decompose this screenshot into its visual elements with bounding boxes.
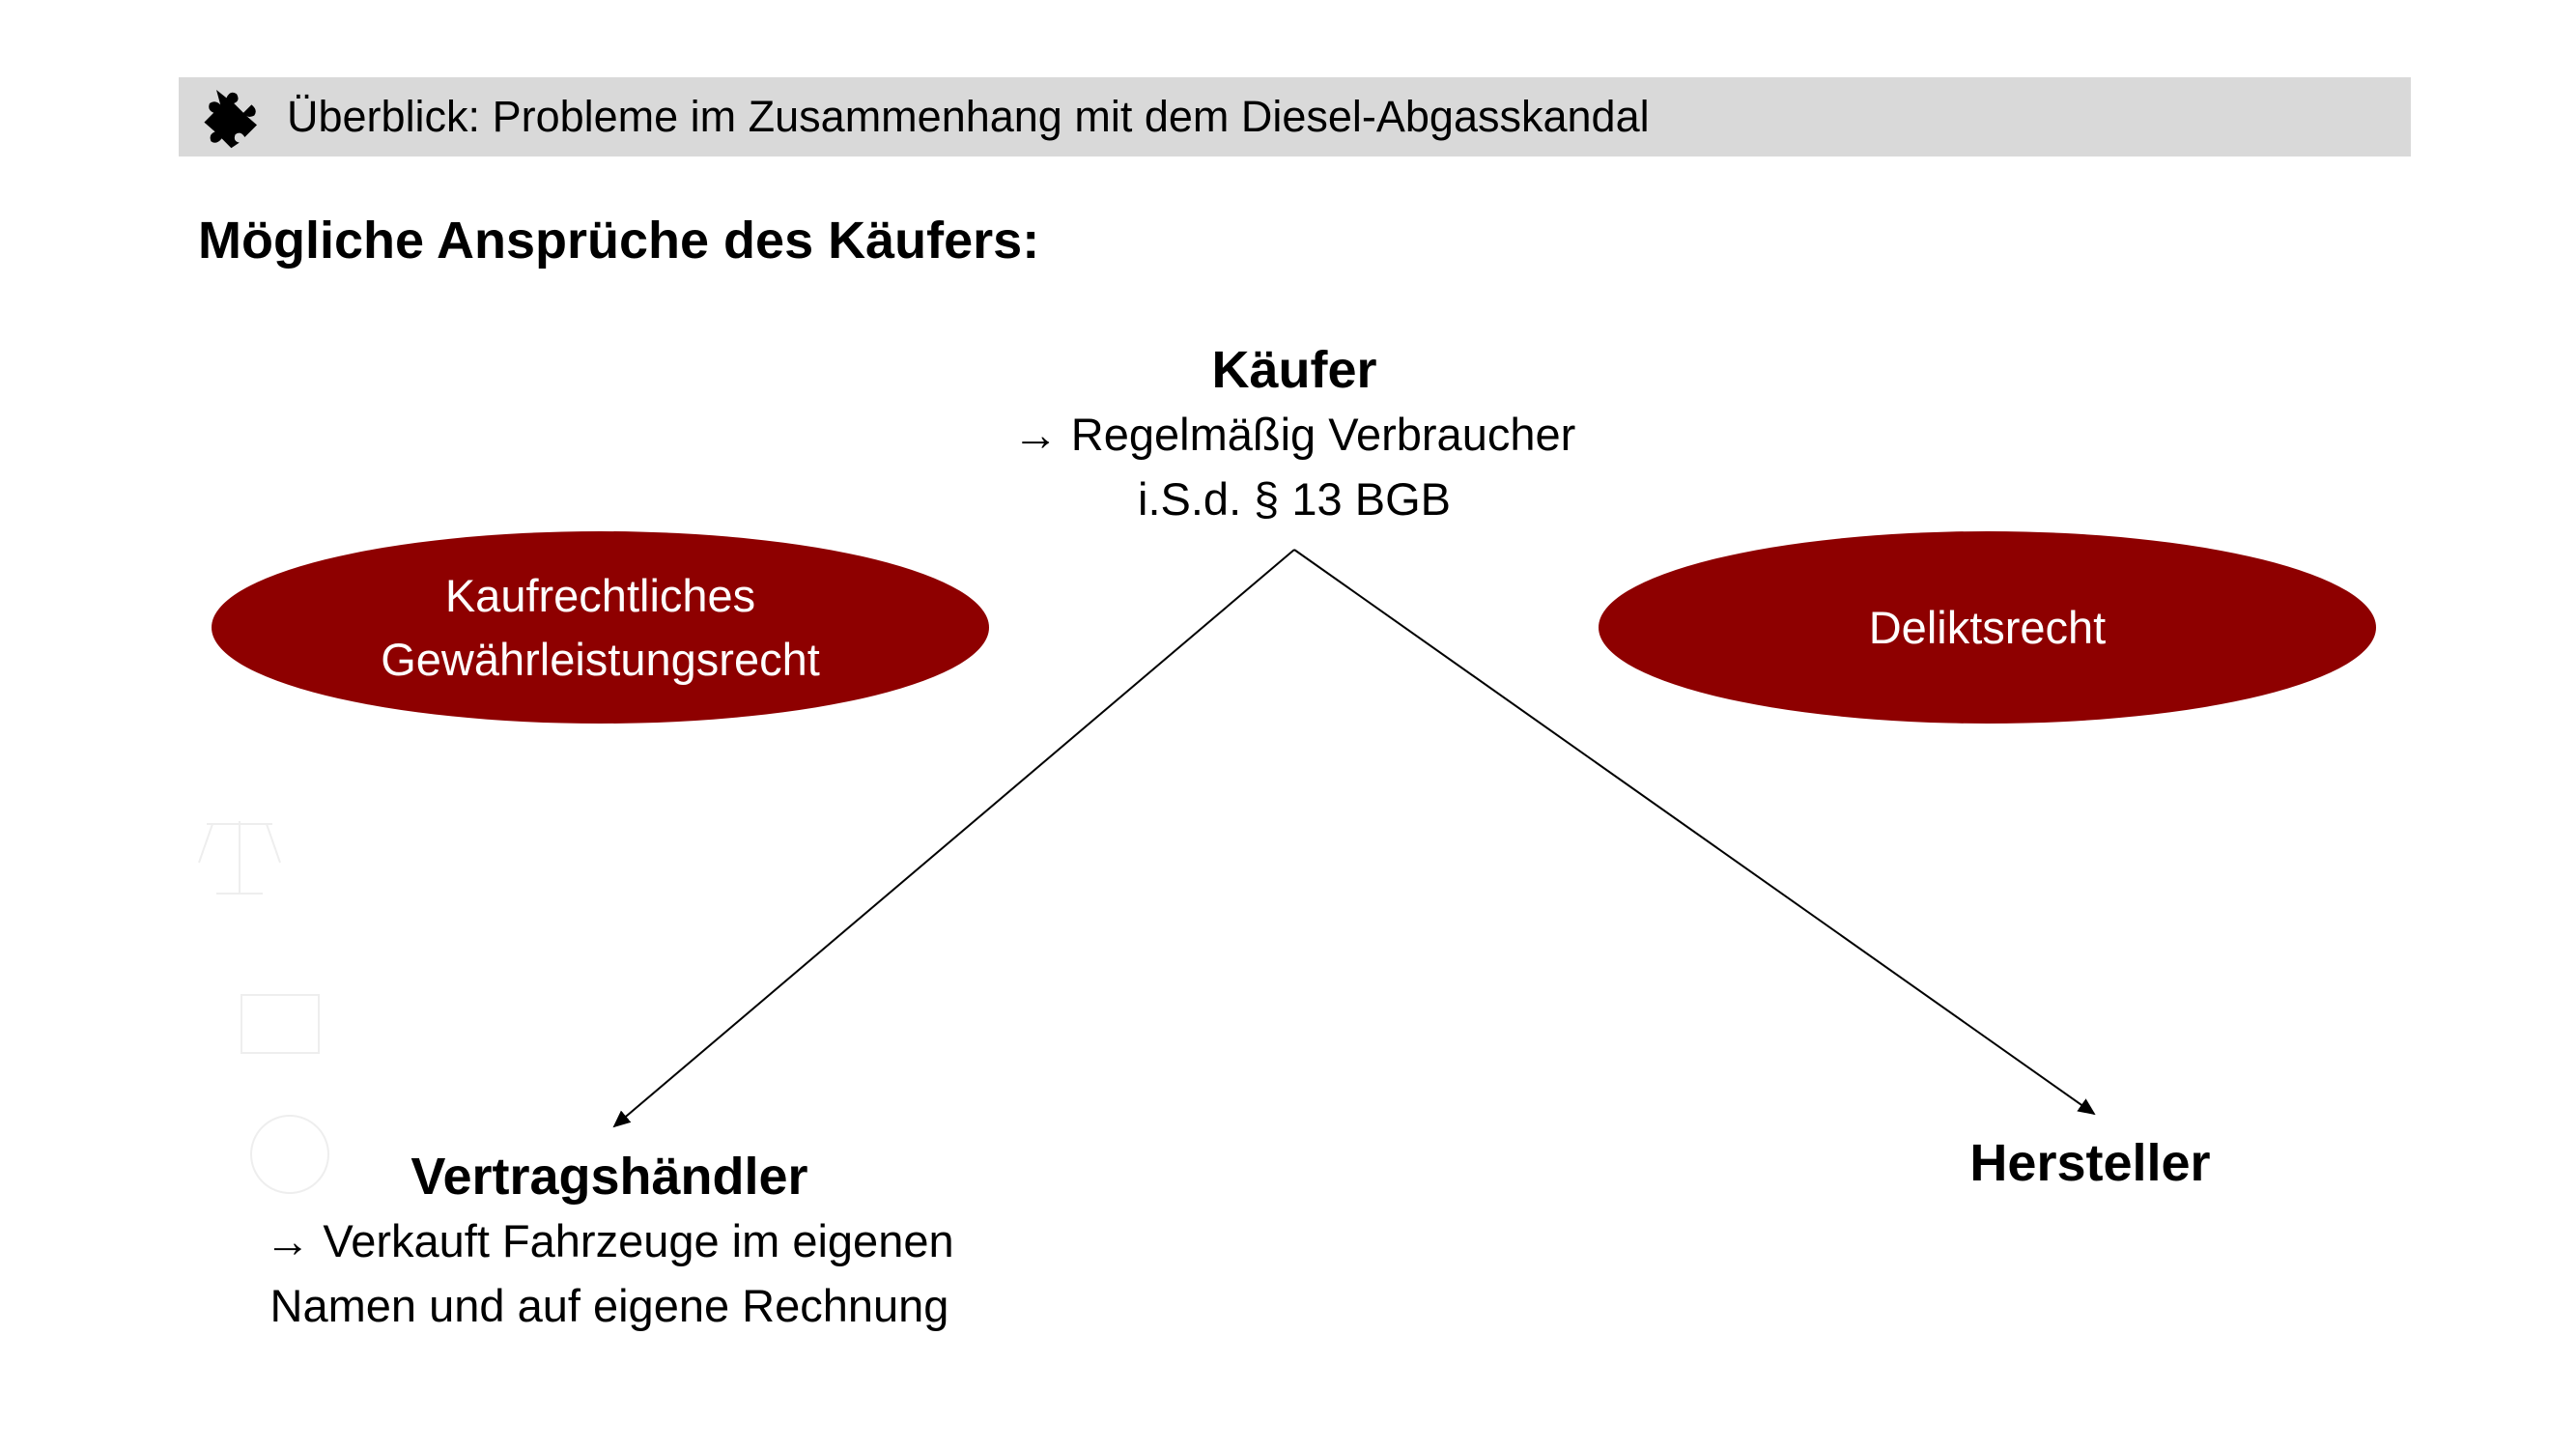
- header-bar: Überblick: Probleme im Zusammenhang mit …: [179, 77, 2411, 156]
- buyer-title: Käufer: [1211, 341, 1377, 399]
- header-title: Probleme im Zusammenhang mit dem Diesel-…: [492, 92, 1650, 141]
- buyer-line1: → Regelmäßig Verbraucher: [1012, 409, 1576, 460]
- dealer-line2: Namen und auf eigene Rechnung: [269, 1280, 949, 1331]
- dealer-line1: → Verkauft Fahrzeuge im eigenen: [265, 1215, 954, 1266]
- puzzle-icon: [204, 90, 257, 149]
- header-label: Überblick:: [287, 92, 481, 141]
- page-heading: Mögliche Ansprüche des Käufers:: [198, 212, 1040, 270]
- faint-icons: [198, 821, 329, 1194]
- warranty-line2: Gewährleistungsrecht: [381, 633, 820, 685]
- arrow-to-dealer: [612, 549, 1295, 1128]
- manufacturer-title: Hersteller: [1969, 1134, 2211, 1192]
- dealer-title: Vertragshändler: [410, 1148, 808, 1206]
- dealer-node: Vertragshändler → Verkauft Fahrzeuge im …: [265, 1147, 953, 1338]
- claim-ellipse-tort: Deliktsrecht: [1599, 531, 2376, 724]
- buyer-node: Käufer → Regelmäßig Verbraucher i.S.d. §…: [1013, 340, 1576, 531]
- buyer-line2: i.S.d. § 13 BGB: [1138, 473, 1451, 525]
- warranty-line1: Kaufrechtliches: [444, 569, 756, 621]
- tort-label: Deliktsrecht: [1868, 601, 2107, 653]
- arrow-to-manufacturer: [1293, 549, 2096, 1116]
